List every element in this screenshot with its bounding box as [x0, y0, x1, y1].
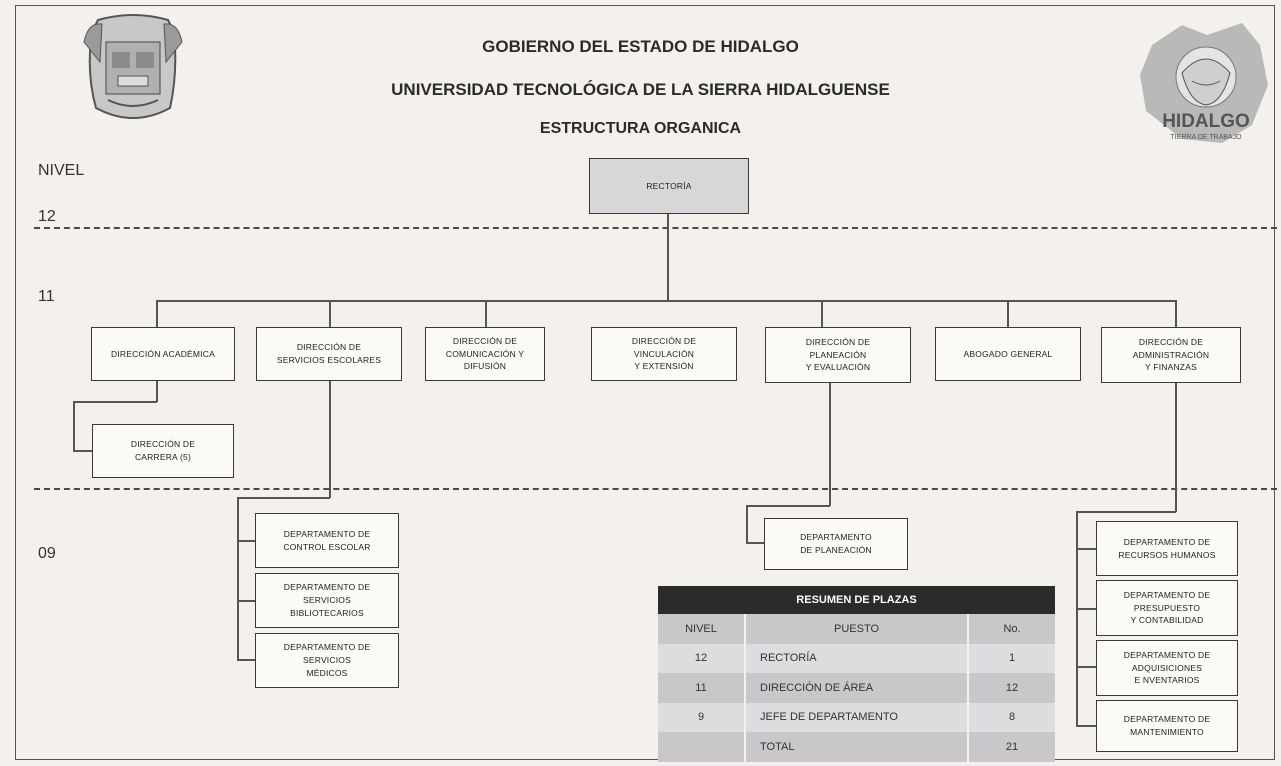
header-line-3: ESTRUCTURA ORGANICA [539, 120, 742, 137]
cell-no: 8 [968, 702, 1055, 732]
connector [237, 497, 330, 499]
connector [1175, 382, 1177, 512]
box-dep-mantenimiento: DEPARTAMENTO DE MANTENIMIENTO [1096, 700, 1238, 752]
box-direccion-vinculacion: DIRECCIÓN DE VINCULACIÓN Y EXTENSIÓN [591, 327, 737, 381]
header-line-1: GOBIERNO DEL ESTADO DE HIDALGO [482, 37, 799, 56]
box-direccion-administracion: DIRECCIÓN DE ADMINISTRACIÓN Y FINANZAS [1101, 327, 1241, 383]
connector [746, 505, 830, 507]
hidalgo-logo-subtext: TIERRA DE TRABAJO [1170, 134, 1242, 141]
level-11: 11 [38, 288, 55, 305]
connector [237, 600, 255, 602]
cell-nivel: 11 [658, 673, 746, 703]
connector [746, 542, 764, 544]
connector [1076, 666, 1096, 668]
table-row: 12 RECTORÍA 1 [658, 643, 1055, 673]
col-header-nivel: NIVEL [658, 614, 746, 644]
connector [1007, 300, 1009, 328]
page-frame [15, 5, 1275, 760]
summary-title: RESUMEN DE PLAZAS [658, 586, 1055, 614]
table-row: 11 DIRECCIÓN DE ÁREA 12 [658, 673, 1055, 703]
connector [1076, 608, 1096, 610]
box-direccion-academica: DIRECCIÓN ACADÉMICA [91, 327, 235, 381]
box-dep-servicios-medicos: DEPARTAMENTO DE SERVICIOS MÉDICOS [255, 633, 399, 688]
box-dep-recursos-humanos: DEPARTAMENTO DE RECURSOS HUMANOS [1096, 521, 1238, 576]
connector [829, 382, 831, 506]
summary-table: RESUMEN DE PLAZAS NIVEL PUESTO No. 12 RE… [658, 586, 1055, 762]
connector [746, 505, 748, 543]
connector [1076, 511, 1078, 726]
box-dep-adquisiciones: DEPARTAMENTO DE ADQUISICIONES E NVENTARI… [1096, 640, 1238, 696]
box-direccion-planeacion: DIRECCIÓN DE PLANEACIÓN Y EVALUACIÓN [765, 327, 911, 383]
cell-puesto: TOTAL [745, 732, 969, 762]
table-row: 9 JEFE DE DEPARTAMENTO 8 [658, 702, 1055, 732]
summary-header-row: NIVEL PUESTO No. [658, 614, 1055, 644]
connector [237, 540, 255, 542]
level-12-divider [34, 227, 1277, 229]
header-line-2: UNIVERSIDAD TECNOLÓGICA DE LA SIERRA HID… [391, 80, 890, 99]
connector [156, 300, 158, 328]
connector [237, 497, 239, 660]
cell-nivel [658, 732, 746, 762]
hidalgo-logo-text: HIDALGO [1162, 111, 1250, 132]
col-header-no: No. [968, 614, 1055, 644]
box-direccion-servicios-escolares: DIRECCIÓN DE SERVICIOS ESCOLARES [256, 327, 402, 381]
box-dep-presupuesto: DEPARTAMENTO DE PRESUPUESTO Y CONTABILID… [1096, 580, 1238, 636]
connector [73, 401, 75, 451]
box-direccion-carrera: DIRECCIÓN DE CARRERA (5) [92, 424, 234, 478]
cell-no: 21 [968, 732, 1055, 762]
connector [73, 450, 92, 452]
hidalgo-logo: HIDALGO TIERRA DE TRABAJO [1140, 23, 1268, 143]
connector [667, 213, 669, 301]
cell-nivel: 9 [658, 702, 746, 732]
level-11-divider [34, 488, 1277, 490]
connector [73, 401, 157, 403]
table-row-total: TOTAL 21 [658, 732, 1055, 762]
level-12: 12 [38, 208, 56, 225]
connector [329, 380, 331, 498]
connector [821, 300, 823, 328]
level-09: 09 [38, 545, 56, 562]
cell-no: 12 [968, 673, 1055, 703]
level-label: NIVEL [38, 162, 85, 179]
box-dep-planeacion: DEPARTAMENTO DE PLANEACIÓN [764, 518, 908, 570]
col-header-puesto: PUESTO [745, 614, 969, 644]
box-abogado-general: ABOGADO GENERAL [935, 327, 1081, 381]
cell-puesto: RECTORÍA [745, 643, 969, 673]
cell-no: 1 [968, 643, 1055, 673]
box-direccion-comunicacion: DIRECCIÓN DE COMUNICACIÓN Y DIFUSIÓN [425, 327, 545, 381]
connector [237, 659, 255, 661]
connector [329, 300, 331, 328]
connector [156, 380, 158, 402]
box-rectoria: RECTORÍA [589, 158, 749, 214]
cell-nivel: 12 [658, 643, 746, 673]
connector [1076, 548, 1096, 550]
connector [156, 300, 1176, 302]
connector [1076, 511, 1176, 513]
cell-puesto: DIRECCIÓN DE ÁREA [745, 673, 969, 703]
cell-puesto: JEFE DE DEPARTAMENTO [745, 702, 969, 732]
connector [1076, 725, 1096, 727]
connector [1175, 300, 1177, 328]
connector [485, 300, 487, 328]
box-dep-servicios-bibliotecarios: DEPARTAMENTO DE SERVICIOS BIBLIOTECARIOS [255, 573, 399, 628]
box-dep-control-escolar: DEPARTAMENTO DE CONTROL ESCOLAR [255, 513, 399, 568]
state-coat-of-arms-logo [83, 14, 183, 119]
